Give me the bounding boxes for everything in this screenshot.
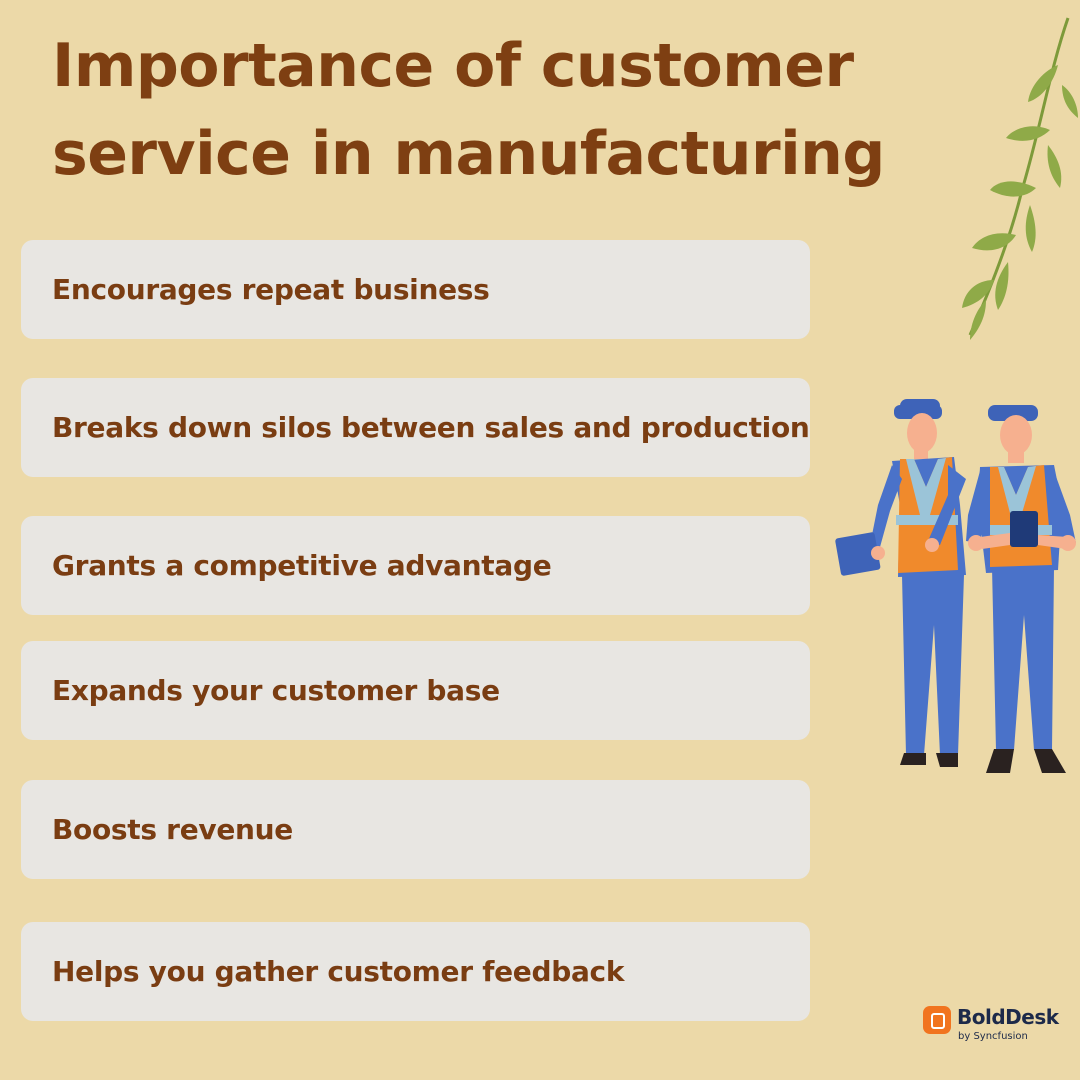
benefit-card: Grants a competitive advantage [21, 516, 810, 615]
page-title: Importance of customer service in manufa… [52, 22, 912, 198]
benefit-label: Breaks down silos between sales and prod… [52, 411, 810, 444]
title-line-1: Importance of customer [52, 31, 854, 101]
benefit-label: Encourages repeat business [52, 273, 490, 306]
benefit-label: Grants a competitive advantage [52, 549, 552, 582]
benefit-card: Breaks down silos between sales and prod… [21, 378, 810, 477]
bolddesk-logo-icon [923, 1006, 951, 1034]
benefit-card: Helps you gather customer feedback [21, 922, 810, 1021]
worker-right-icon [966, 405, 1076, 773]
benefit-label: Helps you gather customer feedback [52, 955, 625, 988]
worker-left-icon [835, 399, 966, 767]
brand-tagline: by Syncfusion [958, 1031, 1028, 1042]
bolddesk-logo: BoldDesk by Syncfusion [923, 1005, 1073, 1045]
benefit-label: Boosts revenue [52, 813, 293, 846]
title-line-2: service in manufacturing [52, 119, 885, 189]
benefit-card: Encourages repeat business [21, 240, 810, 339]
brand-name: BoldDesk [957, 1005, 1059, 1029]
factory-workers-illustration [835, 399, 1076, 773]
benefit-card: Expands your customer base [21, 641, 810, 740]
benefit-label: Expands your customer base [52, 674, 500, 707]
leaf-branch-icon [962, 17, 1078, 340]
benefit-card: Boosts revenue [21, 780, 810, 879]
